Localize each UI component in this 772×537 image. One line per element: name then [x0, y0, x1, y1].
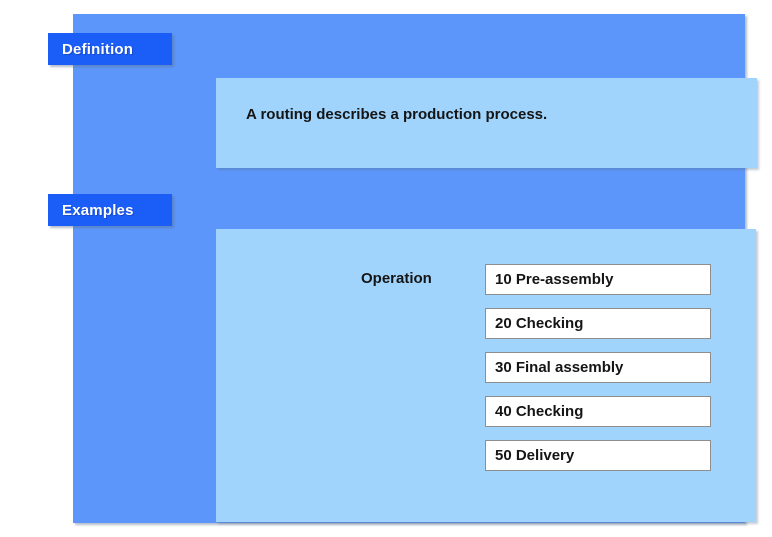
section-tab-definition: Definition [48, 33, 172, 65]
section-tab-definition-label: Definition [62, 40, 134, 58]
operation-item: 10 Pre-assembly [485, 264, 711, 295]
section-tab-examples-label: Examples [62, 201, 134, 219]
diagram-outer-frame: A routing describes a production process… [73, 14, 757, 523]
section-tab-examples: Examples [48, 194, 172, 226]
operation-item: 30 Final assembly [485, 352, 711, 383]
operation-row-label: Operation [361, 270, 432, 287]
definition-panel: A routing describes a production process… [216, 78, 757, 168]
operation-item: 50 Delivery [485, 440, 711, 471]
operation-item: 40 Checking [485, 396, 711, 427]
operation-item: 20 Checking [485, 308, 711, 339]
definition-body-text: A routing describes a production process… [246, 106, 548, 123]
operation-list: 10 Pre-assembly 20 Checking 30 Final ass… [485, 264, 711, 471]
examples-panel: Operation 10 Pre-assembly 20 Checking 30… [216, 229, 756, 522]
